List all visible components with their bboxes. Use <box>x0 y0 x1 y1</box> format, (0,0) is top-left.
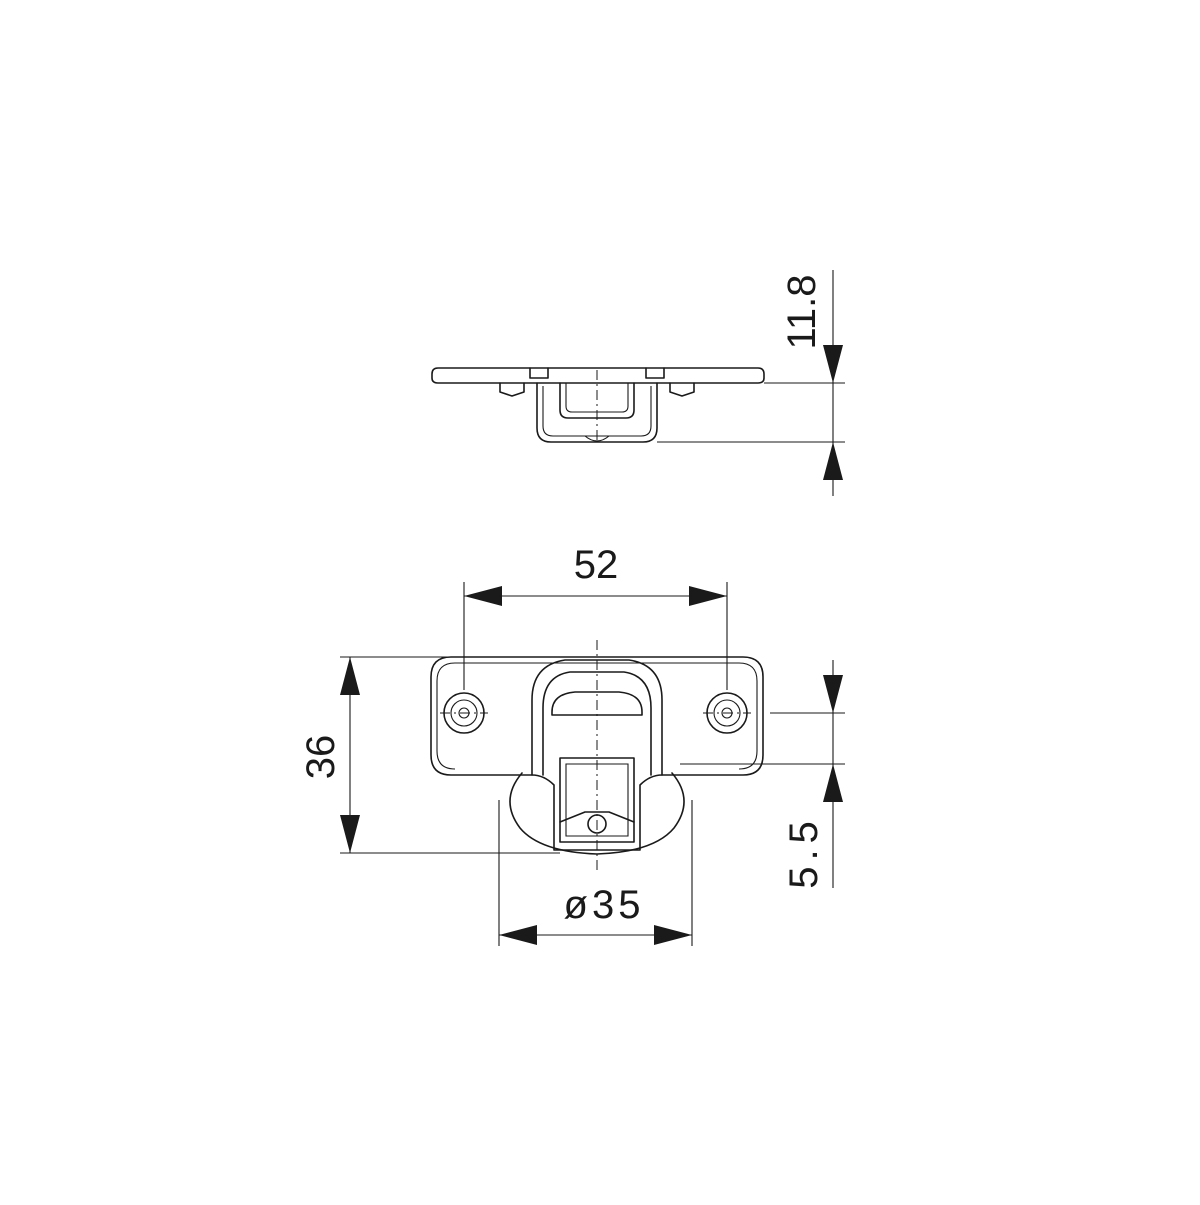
side-view-cup <box>536 382 658 443</box>
lever-ridge <box>559 811 635 823</box>
top-view <box>430 640 764 870</box>
top-plate-outline <box>430 656 764 851</box>
side-view-plate <box>431 367 765 384</box>
dimension-cup-diameter-label: ø35 <box>564 883 645 927</box>
hood-bar <box>551 691 643 716</box>
side-view-base-detail <box>584 435 610 442</box>
arrow-up <box>823 442 843 480</box>
dimension-hole-spacing-label: 52 <box>574 543 619 587</box>
dimension-plate-height-label: 36 <box>299 735 343 780</box>
dimension-plate-height: 36 <box>299 656 560 854</box>
side-view-left-clip <box>499 367 549 397</box>
dimension-hole-offset: 5.5 <box>680 660 845 889</box>
dimension-cup-diameter: ø35 <box>498 800 693 946</box>
dimension-height-label: 11.8 <box>780 275 824 350</box>
lever-slot-inner <box>565 763 629 837</box>
cup-opening-inner <box>542 671 652 776</box>
top-plate-inner <box>455 662 758 770</box>
top-plate-inner-left <box>436 662 456 770</box>
side-view <box>431 367 765 443</box>
dimension-hole-spacing: 52 <box>463 543 728 690</box>
dimension-height: 11.8 <box>657 270 845 496</box>
arrow-down <box>823 345 843 383</box>
lever-slot <box>559 757 635 843</box>
side-view-right-clip <box>645 367 695 397</box>
dimension-hole-offset-label: 5.5 <box>782 815 826 889</box>
